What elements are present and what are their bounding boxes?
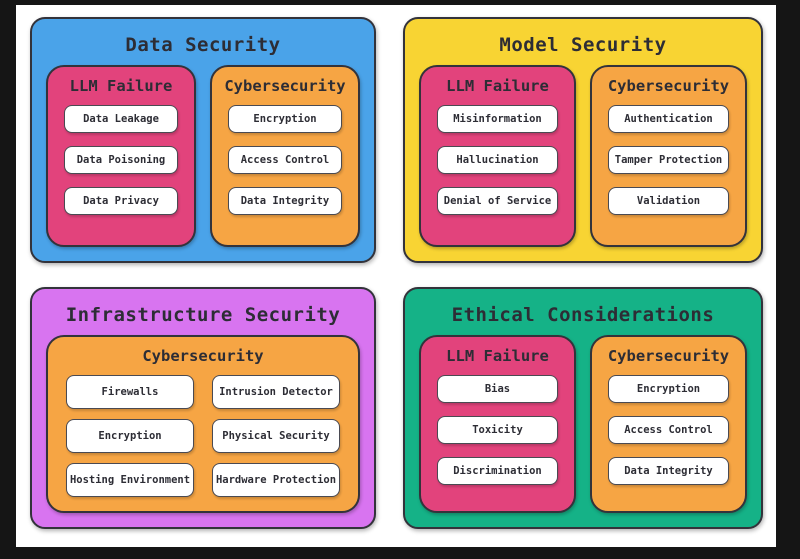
item-box: Misinformation — [437, 105, 558, 133]
item-box: Data Leakage — [64, 105, 178, 133]
item-box: Tamper Protection — [608, 146, 729, 174]
card-llm-failure: LLM Failure Bias Toxicity Discrimination — [419, 335, 576, 513]
panel-ethical-considerations: Ethical Considerations LLM Failure Bias … — [403, 287, 763, 529]
item-list: Misinformation Hallucination Denial of S… — [433, 105, 562, 231]
item-box: Discrimination — [437, 457, 558, 485]
item-box: Encryption — [608, 375, 729, 403]
item-box: Data Poisoning — [64, 146, 178, 174]
item-box: Hosting Environment — [66, 463, 194, 497]
quadrant-grid: Data Security LLM Failure Data Leakage D… — [16, 5, 776, 547]
item-box: Data Privacy — [64, 187, 178, 215]
panel-model-security: Model Security LLM Failure Misinformatio… — [403, 17, 763, 263]
item-box: Authentication — [608, 105, 729, 133]
panel-infrastructure-security: Infrastructure Security Cybersecurity Fi… — [30, 287, 376, 529]
card-title: Cybersecurity — [607, 347, 730, 365]
item-box: Access Control — [608, 416, 729, 444]
card-cybersecurity: Cybersecurity Authentication Tamper Prot… — [590, 65, 747, 247]
item-box: Bias — [437, 375, 558, 403]
item-box: Validation — [608, 187, 729, 215]
card-title: Cybersecurity — [142, 347, 264, 365]
item-box: Data Integrity — [228, 187, 342, 215]
panel-title: Model Security — [499, 34, 667, 56]
card-row: LLM Failure Data Leakage Data Poisoning … — [46, 65, 360, 247]
card-title: LLM Failure — [69, 77, 173, 95]
item-box: Data Integrity — [608, 457, 729, 485]
item-list: Bias Toxicity Discrimination — [433, 375, 562, 497]
card-llm-failure: LLM Failure Data Leakage Data Poisoning … — [46, 65, 196, 247]
item-box: Denial of Service — [437, 187, 558, 215]
item-list: Encryption Access Control Data Integrity — [604, 375, 733, 497]
item-box: Intrusion Detector — [212, 375, 340, 409]
card-row: LLM Failure Misinformation Hallucination… — [419, 65, 747, 247]
card-title: LLM Failure — [446, 347, 549, 365]
card-cybersecurity: Cybersecurity Firewalls Intrusion Detect… — [46, 335, 360, 513]
card-cybersecurity: Cybersecurity Encryption Access Control … — [210, 65, 360, 247]
item-grid: Firewalls Intrusion Detector Encryption … — [60, 375, 346, 497]
item-box: Hardware Protection — [212, 463, 340, 497]
panel-title: Infrastructure Security — [65, 304, 341, 326]
item-box: Physical Security — [212, 419, 340, 453]
diagram-sheet: Data Security LLM Failure Data Leakage D… — [16, 5, 776, 547]
card-llm-failure: LLM Failure Misinformation Hallucination… — [419, 65, 576, 247]
card-cybersecurity: Cybersecurity Encryption Access Control … — [590, 335, 747, 513]
card-row: Cybersecurity Firewalls Intrusion Detect… — [46, 335, 360, 513]
item-box: Toxicity — [437, 416, 558, 444]
item-box: Encryption — [66, 419, 194, 453]
panel-title: Data Security — [125, 34, 281, 56]
item-box: Hallucination — [437, 146, 558, 174]
item-box: Firewalls — [66, 375, 194, 409]
item-list: Data Leakage Data Poisoning Data Privacy — [60, 105, 182, 231]
card-title: LLM Failure — [446, 77, 549, 95]
item-list: Authentication Tamper Protection Validat… — [604, 105, 733, 231]
panel-data-security: Data Security LLM Failure Data Leakage D… — [30, 17, 376, 263]
card-title: Cybersecurity — [607, 77, 730, 95]
item-box: Encryption — [228, 105, 342, 133]
card-row: LLM Failure Bias Toxicity Discrimination… — [419, 335, 747, 513]
panel-title: Ethical Considerations — [451, 304, 715, 326]
item-box: Access Control — [228, 146, 342, 174]
card-title: Cybersecurity — [224, 77, 346, 95]
item-list: Encryption Access Control Data Integrity — [224, 105, 346, 231]
